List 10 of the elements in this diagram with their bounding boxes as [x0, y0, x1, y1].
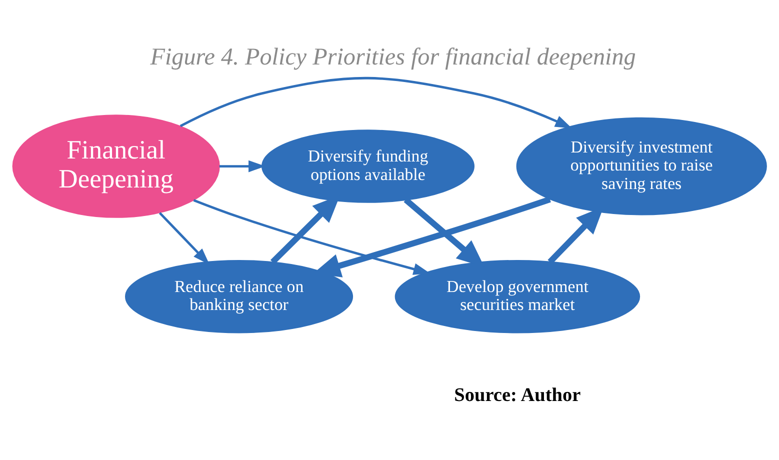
arrow — [158, 212, 210, 264]
node-ellipse: Financial Deepening — [12, 114, 220, 218]
node-ellipse: Reduce reliance on banking sector — [125, 259, 354, 333]
label: Source: Author — [454, 384, 581, 406]
arrow — [180, 76, 572, 128]
node-ellipse: Diversify investment opportunities to raise saving rates — [516, 116, 767, 215]
node-ellipse: Diversify funding options available — [262, 129, 474, 202]
diagram-title: Figure 4. Policy Priorities for financial deepening — [150, 44, 636, 70]
node-ellipse: Develop government securities market — [394, 259, 640, 333]
arrow — [193, 198, 430, 274]
